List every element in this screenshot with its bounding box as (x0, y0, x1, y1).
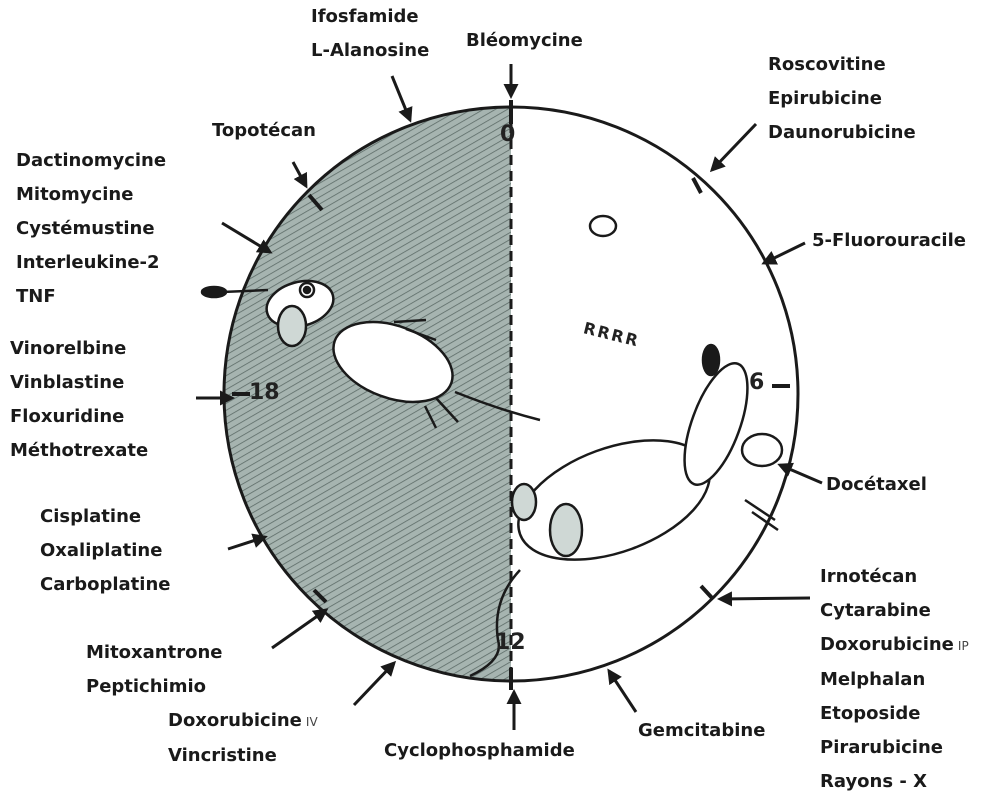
label-line: Peptichimio (86, 670, 223, 704)
label-line: Etoposide (820, 697, 969, 731)
arrow-mitoxantrone (272, 610, 326, 648)
label-line: Carboplatine (40, 568, 170, 602)
label-cisplatine: Cisplatine Oxaliplatine Carboplatine (40, 500, 170, 602)
hour-6-label: 6 (749, 370, 764, 395)
arrow-gemcitabine (609, 671, 636, 712)
label-ifosfamide: Ifosfamide L-Alanosine (311, 0, 429, 68)
label-line: Daunorubicine (768, 116, 916, 150)
label-text: Doxorubicine (820, 634, 954, 655)
label-roscovitine: Roscovitine Epirubicine Daunorubicine (768, 48, 916, 150)
hour-18-label: 18 (249, 380, 280, 405)
label-line: TNF (16, 280, 166, 314)
label-line: Floxuridine (10, 400, 148, 434)
label-line: Irnotécan (820, 560, 969, 594)
label-dactinomycine: Dactinomycine Mitomycine Cystémustine In… (16, 144, 166, 314)
label-line: Cystémustine (16, 212, 166, 246)
label-line: Melphalan (820, 663, 969, 697)
label-line: Doxorubicine IP (820, 628, 969, 663)
label-sub: IV (306, 715, 318, 729)
label-line: Vincristine (168, 739, 318, 773)
label-line: Doxorubicine IV (168, 704, 318, 739)
arrow-fluorouracile (764, 243, 805, 263)
arrow-cisplatine (228, 537, 265, 549)
label-line: Interleukine-2 (16, 246, 166, 280)
label-line: Dactinomycine (16, 144, 166, 178)
label-topotecan: Topotécan (212, 114, 316, 148)
label-line: 5-Fluorouracile (812, 224, 966, 258)
label-line: Bléomycine (466, 24, 583, 58)
hour-0-label: 0 (500, 122, 515, 147)
label-docetaxel: Docétaxel (826, 468, 927, 502)
label-irnotecan: Irnotécan Cytarabine Doxorubicine IP Melp… (820, 560, 969, 791)
label-line: Pirarubicine (820, 731, 969, 765)
mouse-sleeping-icon (470, 216, 782, 676)
label-line: Epirubicine (768, 82, 916, 116)
arrow-topotecan (293, 162, 306, 186)
arrow-roscovitine (712, 124, 756, 170)
label-line: Rayons - X (820, 765, 969, 791)
label-line: Oxaliplatine (40, 534, 170, 568)
label-line: Gemcitabine (638, 714, 765, 748)
label-line: Cyclophosphamide (384, 734, 575, 768)
label-gemcitabine: Gemcitabine (638, 714, 765, 748)
label-line: Roscovitine (768, 48, 916, 82)
label-line: Mitomycine (16, 178, 166, 212)
label-line: L-Alanosine (311, 34, 429, 68)
label-line: Topotécan (212, 114, 316, 148)
arrow-dactinomycine (222, 223, 270, 252)
label-line: Vinblastine (10, 366, 148, 400)
label-fluorouracile: 5-Fluorouracile (812, 224, 966, 258)
label-bleomycine: Bléomycine (466, 24, 583, 58)
label-line: Vinorelbine (10, 332, 148, 366)
label-line: Méthotrexate (10, 434, 148, 468)
label-line: Mitoxantrone (86, 636, 223, 670)
hour-12-label: 12 (495, 630, 526, 655)
label-text: Doxorubicine (168, 710, 302, 731)
label-mitoxantrone: Mitoxantrone Peptichimio (86, 636, 223, 704)
arrow-irnotecan (720, 598, 810, 599)
label-line: Cisplatine (40, 500, 170, 534)
label-line: Cytarabine (820, 594, 969, 628)
label-line: Docétaxel (826, 468, 927, 502)
arrow-ifosfamide (392, 76, 410, 120)
label-sub: IP (958, 639, 969, 653)
arrow-doxorubicine-iv (354, 663, 394, 705)
label-doxorubicine-iv: Doxorubicine IV Vincristine (168, 704, 318, 773)
label-line: Ifosfamide (311, 0, 429, 34)
label-vinorelbine: Vinorelbine Vinblastine Floxuridine Méth… (10, 332, 148, 468)
label-cyclophosphamide: Cyclophosphamide (384, 734, 575, 768)
